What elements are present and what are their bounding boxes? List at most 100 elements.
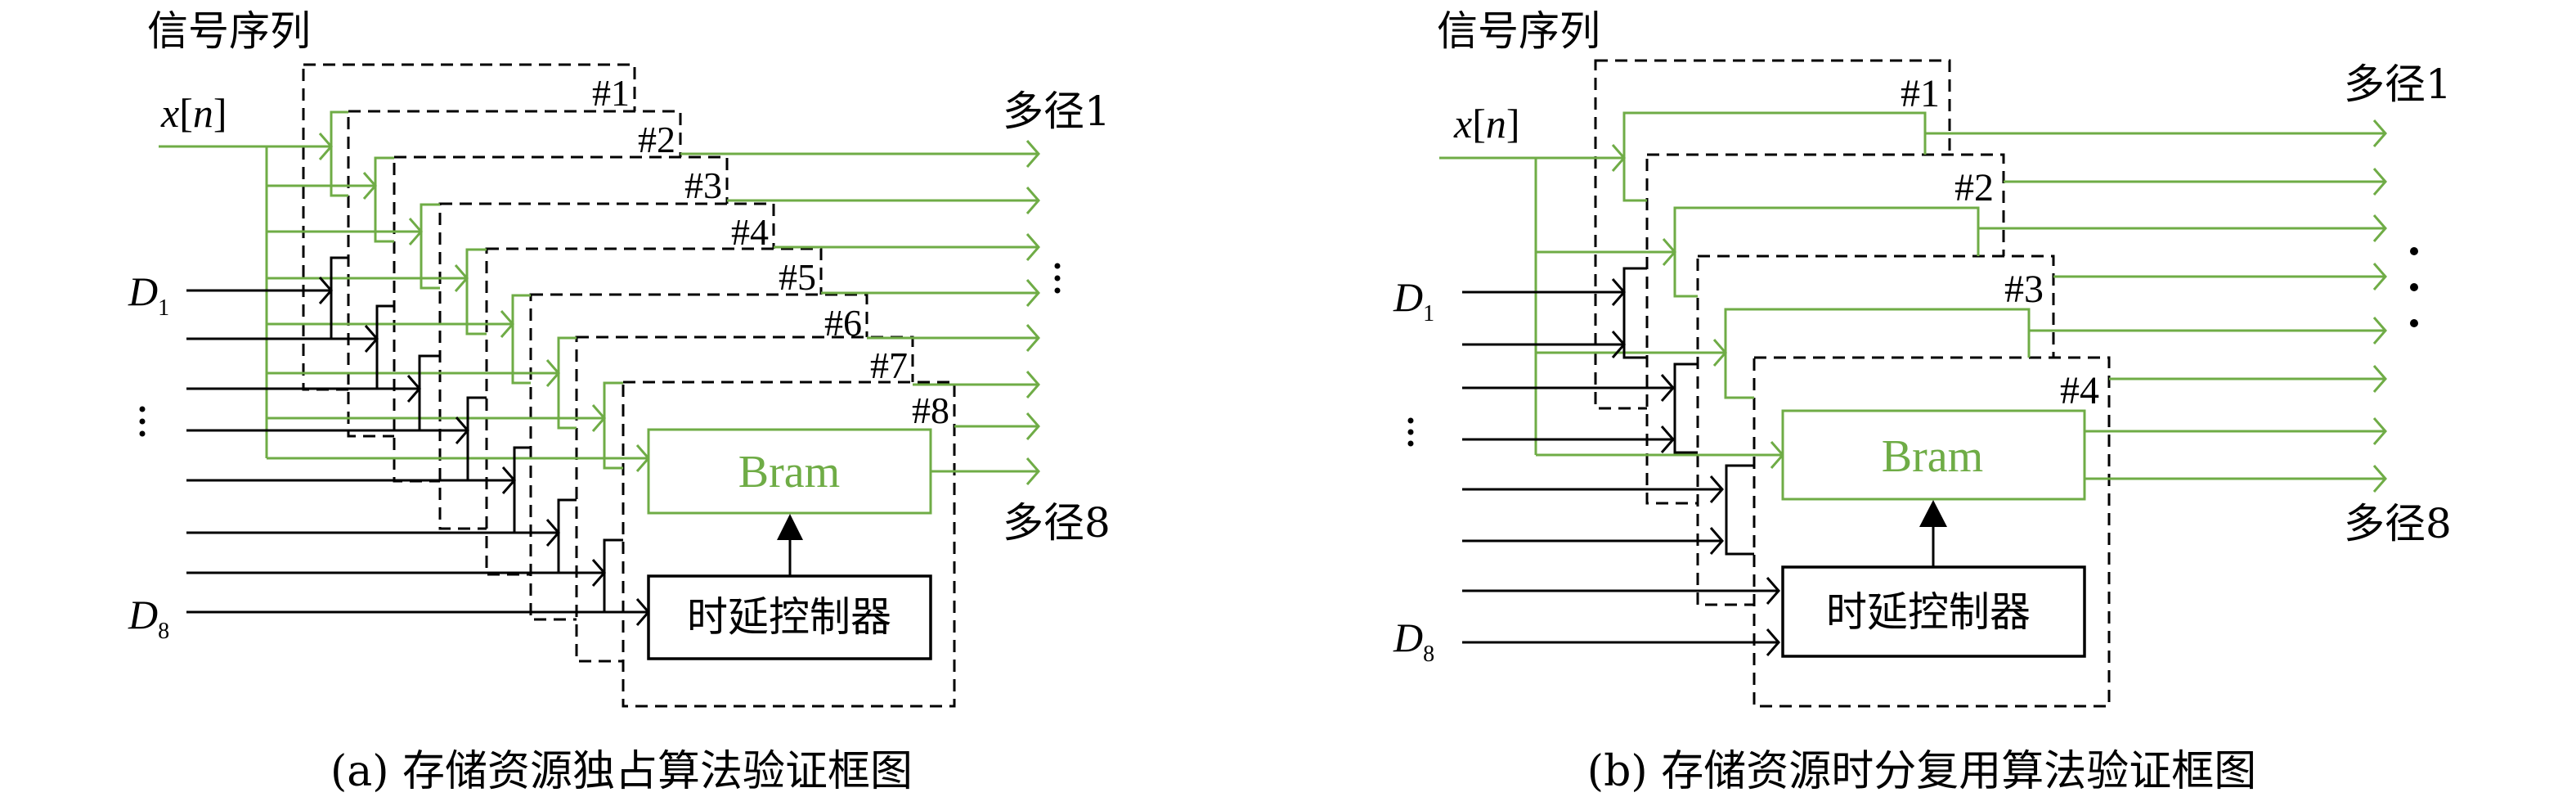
panel-b-input-var: x (1453, 101, 1472, 146)
signal-loop-7 (603, 381, 623, 470)
output-path-3-head (2372, 214, 2387, 242)
signal-loop-3 (1724, 308, 2031, 399)
panel-a-exclusive-storage: Bram 时延控制器 #1#2#3#4#5#6#7#8 信号序列 x[n] D1… (128, 7, 1111, 796)
panel-b-output-last-label: 多径8 (2344, 500, 2452, 547)
delay-bracket-6 (557, 498, 577, 574)
module-label-6: #6 (824, 302, 862, 344)
panel-a-right-ellipsis (1054, 263, 1061, 294)
delay-input-5-head (1709, 475, 1724, 503)
panel-b-d1-main: D (1393, 274, 1423, 320)
signal-loop-2 (374, 156, 394, 243)
panel-a-module-labels: #1#2#3#4#5#6#7#8 (592, 72, 949, 431)
panel-b-bram-block (1781, 409, 2086, 501)
panel-a-input-label: x[n] (160, 90, 227, 136)
output-path-5-head (2372, 317, 2387, 344)
panel-b-d1-label: D1 (1393, 274, 1434, 326)
output-path-8-head (1025, 457, 1040, 485)
output-path-2-head (2372, 168, 2387, 196)
output-path-1-head (1025, 140, 1040, 168)
signal-loop-1 (1622, 111, 1927, 202)
panel-b-wires (1439, 111, 2387, 656)
delay-input-8-head (1766, 628, 1780, 656)
output-path-3-head (1025, 233, 1040, 261)
panel-a-delay-controller-label: 时延控制器 (687, 593, 891, 641)
panel-b-delay-controller-label: 时延控制器 (1826, 588, 2031, 636)
panel-a-input-bracket-open: [ (179, 90, 193, 136)
panel-b-input-idx: n (1486, 101, 1506, 146)
panel-b-d1-sub: 1 (1423, 301, 1434, 326)
delay-bracket-1 (330, 256, 348, 340)
delay-bracket-5 (513, 446, 531, 534)
panel-b-right-ellipsis (2410, 247, 2418, 327)
panel-a-wires (159, 110, 1040, 626)
output-path-8-head (2372, 465, 2387, 493)
module-label-7: #7 (870, 344, 908, 386)
delay-bracket-2 (1673, 362, 1698, 454)
module-label-3: #3 (2004, 268, 2044, 311)
module-label-2: #2 (638, 119, 675, 160)
signal-loop-1 (330, 110, 348, 197)
output-path-7-head (2372, 417, 2387, 445)
panel-a-d8-label: D8 (128, 592, 169, 644)
panel-b-input-label: x[n] (1453, 101, 1520, 146)
panel-a-caption: (a) 存储资源独占算法验证框图 (330, 747, 913, 796)
signal-loop-3 (420, 203, 440, 290)
panel-a-d8-main: D (128, 592, 158, 637)
module-label-1: #1 (1901, 72, 1940, 115)
panel-a-input-bracket-close: ] (213, 90, 227, 136)
panel-a-output-last-label: 多径8 (1003, 499, 1111, 547)
signal-loop-6 (557, 336, 577, 430)
signal-loop-2 (1673, 206, 1980, 298)
panel-b-time-shared-storage: Bram 时延控制器 #1#2#3#4 信号序列 x[n] D1 D8 多径1 … (1393, 7, 2452, 796)
panel-a-signal-sequence-label: 信号序列 (147, 7, 311, 55)
panel-a-left-ellipsis (139, 406, 146, 437)
panel-a-d1-label: D1 (128, 268, 169, 321)
panel-a-d1-sub: 1 (158, 295, 169, 321)
panel-b-d8-label: D8 (1393, 615, 1434, 667)
delay-bracket-1 (1622, 267, 1647, 359)
panel-b-control-arrow-head (1919, 500, 1947, 527)
delay-input-4-head (1660, 426, 1675, 453)
signal-loop-5 (511, 294, 531, 385)
panel-b-caption: (b) 存储资源时分复用算法验证框图 (1587, 747, 2256, 796)
panel-a-d8-sub: 8 (158, 619, 169, 644)
panel-a-input-idx: n (193, 90, 213, 136)
delay-input-3-head (1660, 374, 1675, 402)
delay-bracket-4 (466, 396, 487, 482)
panel-a-input-var: x (160, 90, 179, 136)
delay-input-6-head (1709, 527, 1724, 555)
module-label-8: #8 (912, 389, 949, 431)
panel-a-output-first-label: 多径1 (1003, 88, 1111, 135)
module-label-4: #4 (2060, 369, 2099, 412)
panel-a-delay-controller-block (647, 574, 932, 660)
output-path-1-head (2372, 119, 2387, 147)
panel-a-bram-block (647, 428, 932, 515)
panel-a-d1-main: D (128, 268, 158, 314)
panel-b-left-ellipsis (1407, 417, 1414, 447)
delay-bracket-2 (375, 304, 394, 390)
signal-loop-4 (465, 248, 487, 335)
panel-a-control-arrow-head (777, 514, 803, 540)
output-path-7-head (1025, 412, 1040, 440)
delay-bracket-3 (1725, 464, 1754, 556)
panel-a-bram-label: Bram (738, 447, 840, 498)
output-path-6-head (2372, 365, 2387, 393)
module-label-4: #4 (731, 211, 769, 253)
output-path-6-head (1025, 371, 1040, 398)
panel-b-module-labels: #1 #2 #3 #4 (1901, 72, 2099, 412)
panel-b-signal-sequence-label: 信号序列 (1437, 7, 1600, 55)
panel-b-delay-controller-block (1781, 565, 2086, 658)
module-label-5: #5 (779, 256, 816, 298)
output-path-4-head (2372, 263, 2387, 290)
module-label-1: #1 (592, 72, 630, 114)
module-label-2: #2 (1954, 166, 1994, 209)
panel-b-d8-main: D (1393, 615, 1423, 660)
panel-b-d8-sub: 8 (1423, 642, 1434, 667)
output-path-5-head (1025, 324, 1040, 352)
output-path-4-head (1025, 279, 1040, 307)
panel-b-bram-label: Bram (1882, 431, 1983, 482)
module-label-3: #3 (684, 164, 722, 206)
panel-b-input-bracket-close: ] (1506, 101, 1520, 146)
delay-input-7-head (1766, 577, 1780, 605)
